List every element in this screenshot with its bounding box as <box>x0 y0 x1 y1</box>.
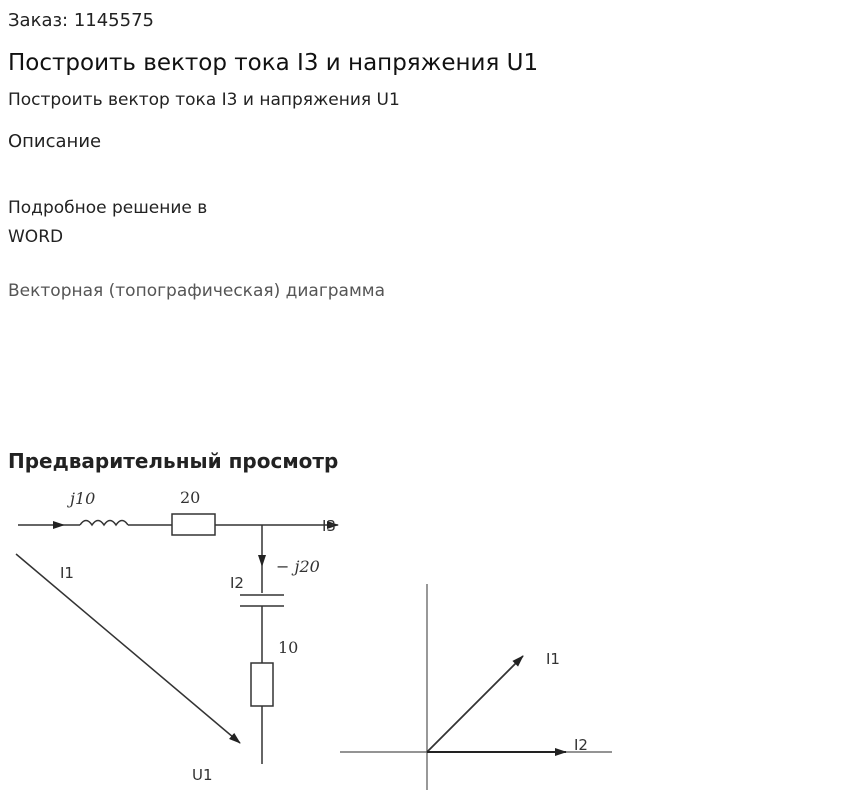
solution-line-1: Подробное решение в <box>8 198 208 218</box>
preview-heading: Предварительный просмотр <box>8 449 339 473</box>
resistor-bottom-symbol <box>250 662 274 707</box>
circuit-and-vector-diagram: j10 20 I3 I2 − j20 10 I1 U1 <box>15 488 612 790</box>
order-number: Заказ: 1145575 <box>8 10 154 31</box>
inductor-label: j10 <box>67 489 95 508</box>
current-i1-right-label: I1 <box>546 650 560 668</box>
page-title: Построить вектор тока I3 и напряжения U1 <box>8 50 539 76</box>
resistor-bottom-label: 10 <box>278 638 298 657</box>
description-heading: Описание <box>8 131 102 152</box>
solution-note: Подробное решение в WORD <box>8 194 268 252</box>
voltage-u1-vector <box>15 553 241 744</box>
solution-line-2: WORD <box>8 227 64 247</box>
resistor-top-symbol <box>171 513 216 536</box>
voltage-u1-label: U1 <box>192 766 213 784</box>
current-i2-left-label: I2 <box>230 574 244 592</box>
inductor-symbol <box>79 519 129 527</box>
current-i3-label: I3 <box>322 517 336 535</box>
diagram-caption: Векторная (топографическая) диаграмма <box>8 281 386 301</box>
current-i1-left-label: I1 <box>60 564 74 582</box>
current-i1-vector <box>426 655 524 753</box>
preview-image: j10 20 I3 I2 − j20 10 I1 U1 <box>8 484 628 794</box>
capacitor-label: − j20 <box>276 557 320 576</box>
resistor-top-label: 20 <box>180 488 200 507</box>
current-i2-right-label: I2 <box>574 736 588 754</box>
page-subtitle: Построить вектор тока I3 и напряжения U1 <box>8 90 400 110</box>
